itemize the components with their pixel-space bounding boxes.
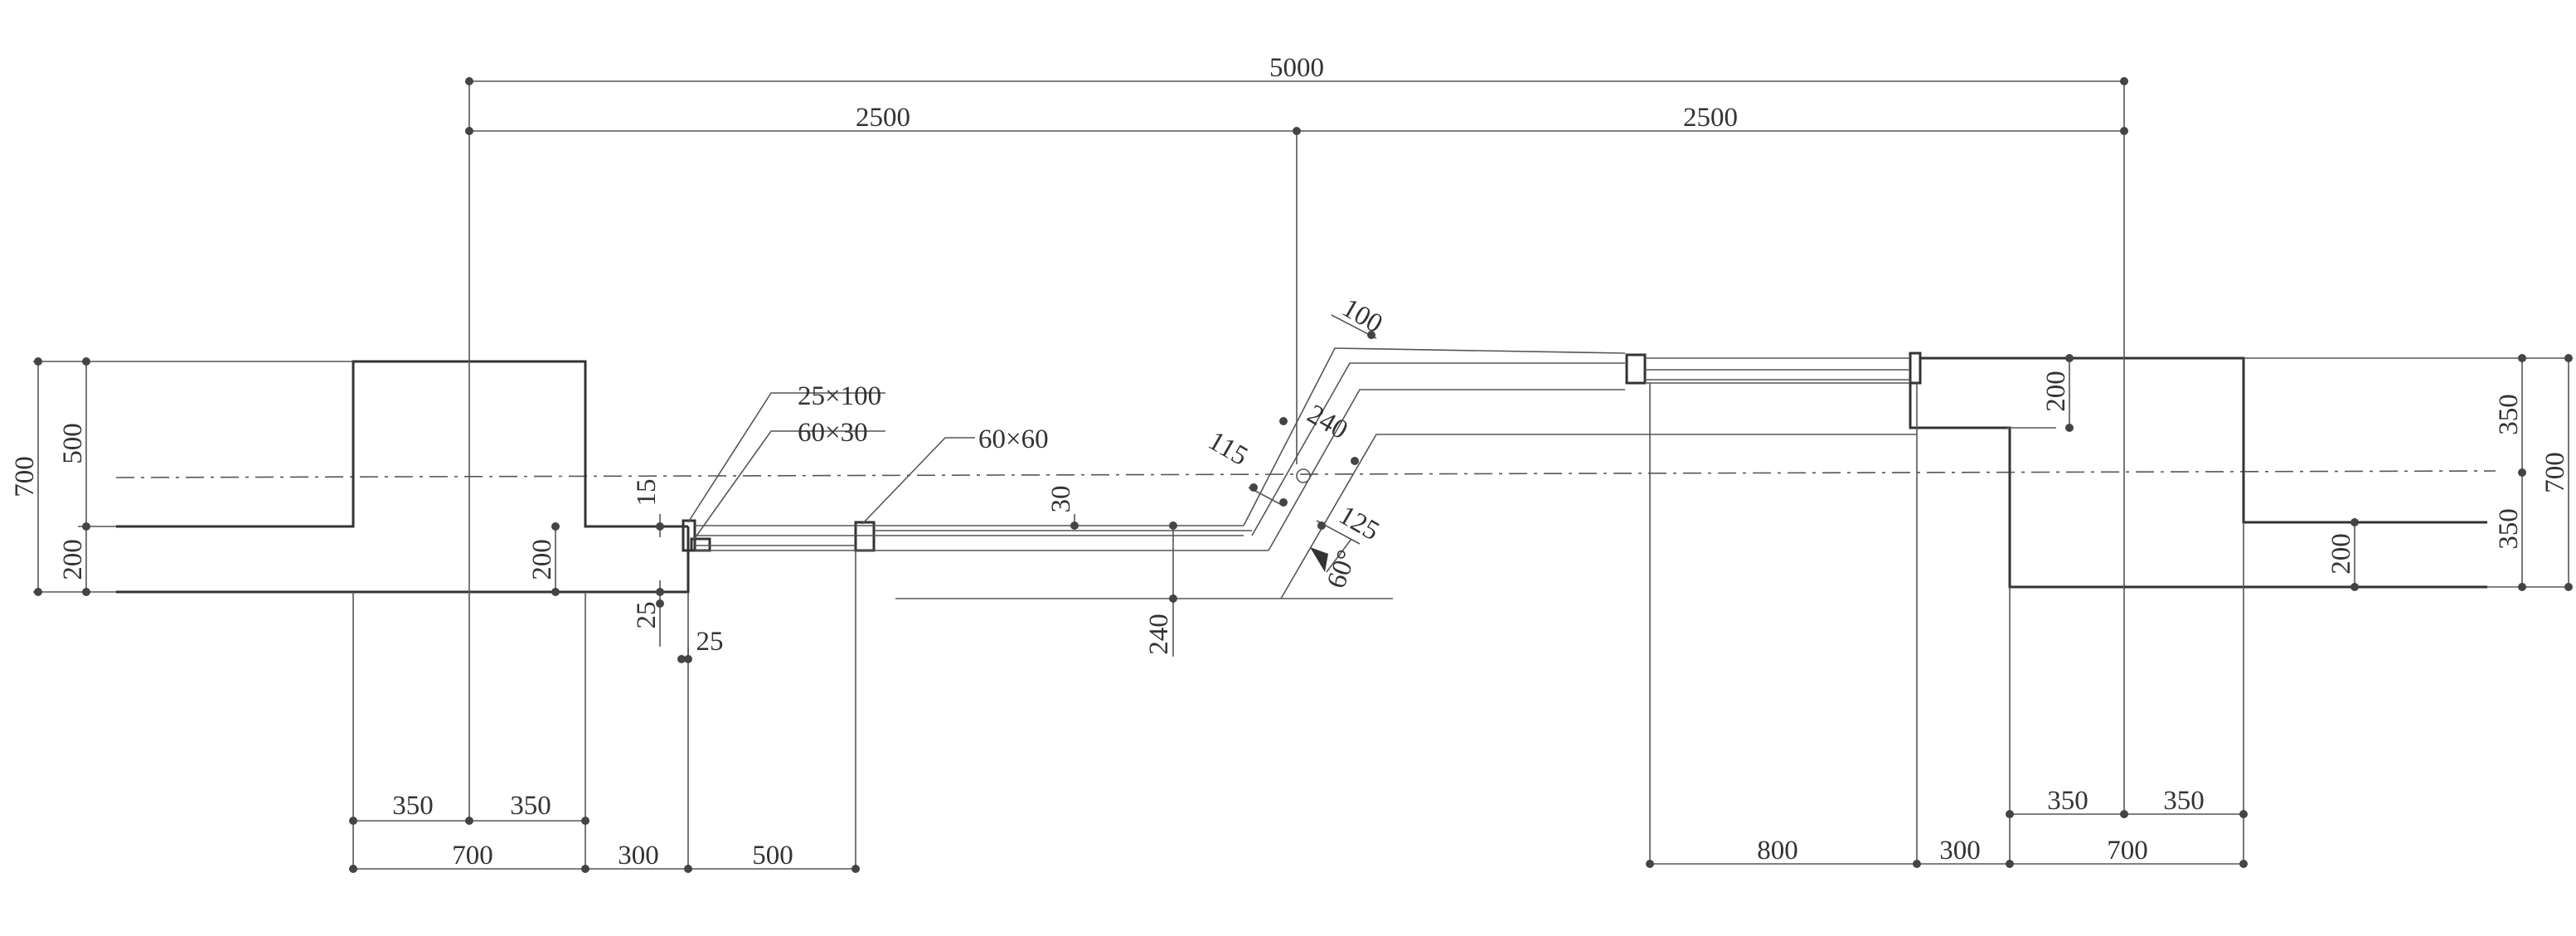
dim-bottom-left-500: 500 bbox=[752, 841, 793, 871]
dim-ramp-30: 30 bbox=[1046, 486, 1076, 513]
dim-right-200-upper: 200 bbox=[2041, 371, 2071, 412]
dim-bottom-right-350-a: 350 bbox=[2047, 786, 2088, 816]
dim-bottom-left-350-a: 350 bbox=[392, 791, 434, 821]
callout-25x100: 25×100 bbox=[798, 381, 881, 411]
dim-diag-115: 115 bbox=[1203, 426, 1253, 472]
dim-step-25-vertical: 25 bbox=[632, 602, 662, 629]
dim-half-left: 2500 bbox=[856, 103, 910, 133]
dim-left-200: 200 bbox=[58, 539, 88, 580]
dim-ramp-240-vertical: 240 bbox=[1144, 613, 1174, 655]
dim-angle-60: 60° bbox=[1322, 546, 1363, 593]
right-gate-leaf bbox=[1625, 352, 1922, 385]
dim-diag-125: 125 bbox=[1334, 500, 1385, 546]
dim-right-350-upper: 350 bbox=[2494, 394, 2524, 435]
center-line bbox=[115, 470, 2496, 478]
dim-diag-240: 240 bbox=[1303, 399, 1353, 445]
diagonal-gate-section bbox=[1243, 347, 1917, 599]
dimension-lines bbox=[37, 80, 2569, 870]
left-gate-leaf bbox=[682, 519, 1269, 552]
dim-total-width: 5000 bbox=[1269, 53, 1324, 83]
dim-right-700-vertical: 700 bbox=[2540, 452, 2570, 493]
angle-arrow-icon bbox=[1310, 547, 1328, 572]
extension-lines bbox=[33, 79, 2566, 869]
dim-diag-100: 100 bbox=[1337, 293, 1388, 339]
dim-bottom-right-700: 700 bbox=[2107, 836, 2148, 866]
leader-lines bbox=[687, 392, 975, 541]
dim-bottom-left-300: 300 bbox=[618, 841, 659, 871]
dim-right-350-lower: 350 bbox=[2494, 508, 2524, 550]
dim-left-500: 500 bbox=[58, 423, 88, 464]
dim-step-25-horizontal: 25 bbox=[696, 627, 724, 657]
dim-bottom-right-350-b: 350 bbox=[2163, 786, 2205, 816]
dim-bottom-left-700: 700 bbox=[452, 841, 493, 871]
dim-step-200: 200 bbox=[527, 539, 557, 580]
callout-60x30: 60×30 bbox=[798, 418, 868, 448]
dim-right-200-lower: 200 bbox=[2326, 533, 2356, 575]
dim-bottom-left-350-b: 350 bbox=[510, 791, 551, 821]
dim-step-15: 15 bbox=[632, 479, 662, 507]
dimension-dots bbox=[34, 77, 2573, 873]
dim-left-700-vertical: 700 bbox=[10, 456, 40, 497]
dim-bottom-right-300: 300 bbox=[1939, 836, 1981, 866]
callout-60x60: 60×60 bbox=[978, 424, 1049, 454]
dim-half-right: 2500 bbox=[1683, 103, 1738, 133]
dim-bottom-right-800: 800 bbox=[1757, 836, 1798, 866]
